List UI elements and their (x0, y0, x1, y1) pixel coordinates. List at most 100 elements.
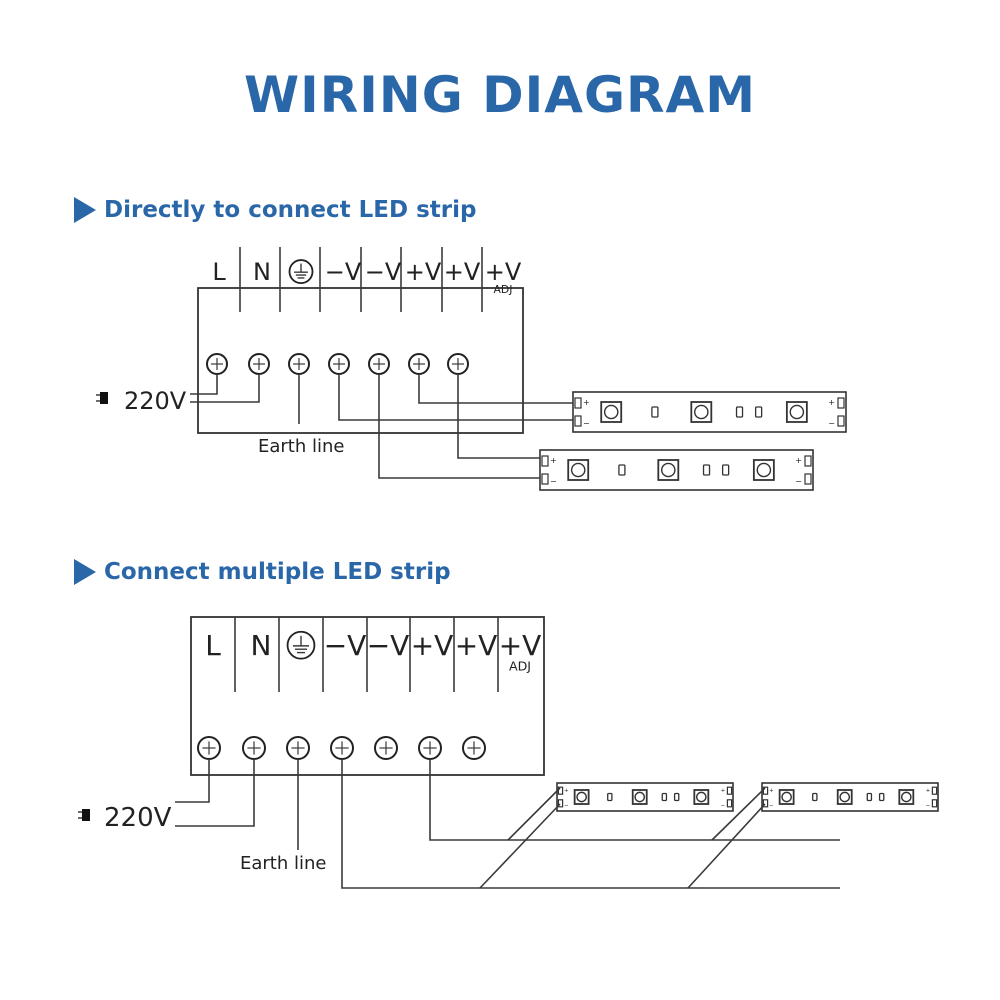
resistor-icon (607, 792, 613, 802)
section-heading-text: Connect multiple LED strip (104, 559, 451, 585)
page-title: WIRING DIAGRAM (244, 66, 756, 124)
polarity-plus: + (564, 788, 569, 794)
screw-terminal-icon (330, 736, 354, 760)
earth-line-label: Earth line (258, 436, 344, 457)
power-plug-icon (96, 392, 108, 404)
wire-live (175, 759, 210, 803)
polarity-plus: + (550, 456, 557, 465)
led-chip-icon (785, 401, 808, 423)
polarity-minus: − (721, 803, 726, 809)
terminal-label: +V (411, 629, 454, 662)
screw-terminal-icon (418, 736, 442, 760)
wire-live (190, 374, 218, 395)
wire-negative (378, 374, 540, 479)
wire-negative-bus (341, 759, 840, 889)
screw-terminal-icon (288, 353, 310, 375)
solder-pad (837, 397, 845, 409)
led-chip-icon (898, 789, 915, 805)
screw-terminal-icon (368, 353, 390, 375)
polarity-minus: − (583, 419, 590, 428)
led-strip: +−+− (761, 782, 939, 812)
wire-neutral (190, 374, 260, 403)
led-chip-icon (690, 401, 713, 423)
section-heading-multiple: Connect multiple LED strip (74, 557, 451, 587)
earth-ground-icon (286, 630, 316, 660)
terminal-label: −V (365, 258, 402, 286)
play-triangle-icon (74, 197, 96, 223)
resistor-icon (651, 406, 659, 418)
terminal-label: +V (405, 258, 442, 286)
solder-pad (804, 473, 812, 485)
led-strip: +−+− (539, 449, 814, 491)
input-voltage-label: 220V (104, 803, 172, 833)
play-triangle-icon (74, 559, 96, 585)
resistor-icon (673, 792, 680, 802)
terminal-label: +V (455, 629, 498, 662)
led-strip: + − + − (556, 782, 734, 812)
polarity-plus: + (926, 788, 931, 794)
wire-tap-negative (479, 803, 561, 889)
terminal-label: −V (325, 258, 362, 286)
polarity-plus: + (721, 788, 726, 794)
screw-terminal-icon (408, 353, 430, 375)
led-strip: +−+− (572, 391, 847, 433)
wire-positive (418, 374, 573, 404)
resistor-icon (702, 464, 711, 476)
wire-positive-bus (429, 759, 840, 841)
led-chip-icon (631, 789, 648, 805)
resistor-icon (754, 406, 763, 418)
solder-pad (804, 455, 812, 467)
led-chip-icon (778, 789, 795, 805)
screw-terminal-icon (248, 353, 270, 375)
solder-pad (931, 786, 938, 795)
polarity-plus: + (795, 456, 802, 465)
wire-tap-positive (711, 787, 766, 841)
resistor-icon (812, 792, 818, 802)
polarity-plus: + (583, 398, 590, 407)
screw-terminal-icon (206, 353, 228, 375)
terminal-sublabel: ADJ (494, 283, 513, 296)
led-chip-icon (600, 401, 623, 423)
resistor-icon (661, 792, 668, 802)
solder-pad (837, 415, 845, 427)
earth-ground-icon (288, 259, 314, 285)
screw-terminal-icon (197, 736, 221, 760)
led-chip-icon (567, 459, 590, 481)
terminal-label: L (205, 629, 221, 662)
terminal-label: +V (444, 258, 481, 286)
terminal-label: N (251, 629, 272, 662)
screw-terminal-icon (447, 353, 469, 375)
input-voltage-label: 220V (124, 387, 187, 415)
solder-pad (557, 799, 564, 808)
solder-pad (931, 799, 938, 808)
led-chip-icon (573, 789, 590, 805)
wire-tap-positive (507, 787, 561, 841)
polarity-minus: − (828, 419, 835, 428)
terminal-label: +V (485, 258, 522, 286)
wire-negative (338, 374, 573, 421)
screw-terminal-icon (328, 353, 350, 375)
section-heading-text: Directly to connect LED strip (104, 197, 477, 223)
resistor-icon (721, 464, 730, 476)
earth-line-label: Earth line (240, 853, 326, 874)
screw-terminal-icon (374, 736, 398, 760)
solder-pad (574, 415, 582, 427)
screw-terminal-icon (462, 736, 486, 760)
terminal-label: N (253, 258, 271, 286)
wire-neutral (175, 759, 255, 827)
led-chip-icon (693, 789, 710, 805)
solder-pad (762, 786, 769, 795)
solder-pad (726, 799, 733, 808)
polarity-minus: − (769, 803, 774, 809)
resistor-icon (866, 792, 873, 802)
solder-pad (574, 397, 582, 409)
terminal-sublabel: ADJ (509, 658, 531, 673)
power-plug-icon (78, 809, 90, 821)
screw-terminal-icon (242, 736, 266, 760)
polarity-minus: − (564, 803, 569, 809)
terminal-label: L (212, 258, 226, 286)
polarity-minus: − (795, 477, 802, 486)
